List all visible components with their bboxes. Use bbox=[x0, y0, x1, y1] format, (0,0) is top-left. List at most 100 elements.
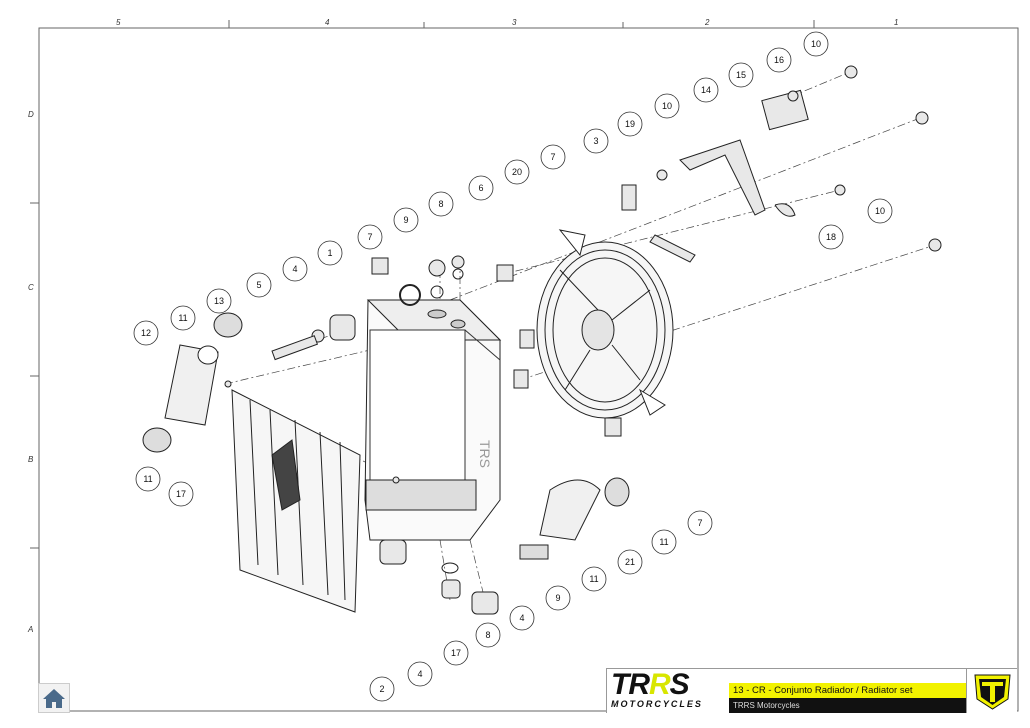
small-parts bbox=[224, 65, 942, 615]
callout-number: 10 bbox=[811, 39, 821, 49]
callout-circle bbox=[693, 77, 719, 103]
callout-circle bbox=[545, 585, 571, 611]
callout-11: 11 bbox=[581, 566, 607, 592]
callout-number: 11 bbox=[178, 313, 187, 323]
callout-number: 13 bbox=[214, 296, 224, 306]
callout-8: 8 bbox=[475, 622, 501, 648]
callout-circle bbox=[428, 191, 454, 217]
callout-17: 17 bbox=[168, 481, 194, 507]
zone-col-2: 2 bbox=[705, 18, 710, 27]
radiator-label: TRS bbox=[477, 440, 493, 468]
callout-circle bbox=[468, 175, 494, 201]
callout-number: 19 bbox=[625, 119, 635, 129]
callout-4: 4 bbox=[282, 256, 308, 282]
callout-4: 4 bbox=[509, 605, 535, 631]
callout-9: 9 bbox=[545, 585, 571, 611]
callout-number: 10 bbox=[875, 206, 885, 216]
callout-circle bbox=[443, 640, 469, 666]
callout-number: 17 bbox=[451, 648, 461, 658]
callout-11: 11 bbox=[135, 466, 161, 492]
callout-17: 17 bbox=[443, 640, 469, 666]
callout-3: 3 bbox=[583, 128, 609, 154]
brand-shield-icon bbox=[966, 669, 1018, 713]
callout-circle bbox=[317, 240, 343, 266]
callout-16: 16 bbox=[766, 47, 792, 73]
drawing-frame bbox=[38, 27, 1019, 712]
hoses bbox=[142, 312, 630, 560]
callout-7: 7 bbox=[687, 510, 713, 536]
callout-8: 8 bbox=[428, 191, 454, 217]
callout-number: 2 bbox=[379, 684, 384, 694]
callout-number: 18 bbox=[826, 232, 836, 242]
callout-number: 7 bbox=[550, 152, 555, 162]
callout-circle bbox=[133, 320, 159, 346]
callout-7: 7 bbox=[540, 144, 566, 170]
callout-circle bbox=[654, 93, 680, 119]
callout-number: 8 bbox=[438, 199, 443, 209]
zone-col-3: 3 bbox=[512, 18, 517, 27]
callout-12: 12 bbox=[133, 320, 159, 346]
callout-circle bbox=[369, 676, 395, 702]
callout-circle bbox=[407, 661, 433, 687]
zone-row-d: D bbox=[28, 110, 34, 119]
callout-18: 18 bbox=[818, 224, 844, 250]
callout-circle bbox=[504, 159, 530, 185]
callout-circle bbox=[540, 144, 566, 170]
callout-circle bbox=[867, 198, 893, 224]
callout-13: 13 bbox=[206, 288, 232, 314]
callout-15: 15 bbox=[728, 62, 754, 88]
home-button[interactable] bbox=[38, 683, 70, 713]
callout-number: 17 bbox=[176, 489, 186, 499]
callout-7: 7 bbox=[357, 224, 383, 250]
zone-col-5: 5 bbox=[116, 18, 121, 27]
callout-5: 5 bbox=[246, 272, 272, 298]
callout-number: 4 bbox=[417, 669, 422, 679]
callout-number: 15 bbox=[736, 70, 746, 80]
callout-circle bbox=[687, 510, 713, 536]
zone-col-1: 1 bbox=[894, 18, 899, 27]
callout-number: 4 bbox=[519, 613, 524, 623]
callout-10: 10 bbox=[867, 198, 893, 224]
callout-circle bbox=[206, 288, 232, 314]
callout-number: 12 bbox=[141, 328, 151, 338]
callout-number: 9 bbox=[555, 593, 560, 603]
callout-circle bbox=[803, 31, 829, 57]
callout-number: 4 bbox=[292, 264, 297, 274]
callout-19: 19 bbox=[617, 111, 643, 137]
callout-circle bbox=[617, 111, 643, 137]
callout-circle bbox=[393, 207, 419, 233]
drawing-title: 13 - CR - Conjunto Radiador / Radiator s… bbox=[729, 683, 966, 698]
callout-10: 10 bbox=[654, 93, 680, 119]
callout-number: 16 bbox=[774, 55, 784, 65]
callout-number: 14 bbox=[701, 85, 711, 95]
callout-number: 10 bbox=[662, 101, 672, 111]
callout-number: 11 bbox=[143, 474, 152, 484]
callout-4: 4 bbox=[407, 661, 433, 687]
callout-number: 9 bbox=[403, 215, 408, 225]
callout-circle bbox=[168, 481, 194, 507]
zone-row-a: A bbox=[28, 625, 34, 634]
callout-10: 10 bbox=[803, 31, 829, 57]
zone-row-c: C bbox=[28, 283, 34, 292]
callout-9: 9 bbox=[393, 207, 419, 233]
callout-circle bbox=[581, 566, 607, 592]
callout-21: 21 bbox=[617, 549, 643, 575]
callout-circle bbox=[135, 466, 161, 492]
callout-circle bbox=[728, 62, 754, 88]
home-icon bbox=[43, 689, 65, 708]
callout-circle bbox=[246, 272, 272, 298]
drawing-subtitle: TRRS Motorcycles bbox=[729, 698, 966, 713]
callout-circle bbox=[170, 305, 196, 331]
callout-20: 20 bbox=[504, 159, 530, 185]
callout-number: 20 bbox=[512, 167, 522, 177]
trrs-logo: TRRS MOTORCYCLES bbox=[611, 670, 727, 711]
zone-row-b: B bbox=[28, 455, 34, 464]
title-block: TRRS MOTORCYCLES 13 - CR - Conjunto Radi… bbox=[606, 668, 1017, 713]
radiator: TRS bbox=[364, 284, 502, 541]
callout-number: 21 bbox=[625, 557, 635, 567]
callout-number: 8 bbox=[485, 630, 490, 640]
zone-ticks bbox=[30, 20, 815, 549]
callout-1: 1 bbox=[317, 240, 343, 266]
callout-number: 7 bbox=[367, 232, 372, 242]
